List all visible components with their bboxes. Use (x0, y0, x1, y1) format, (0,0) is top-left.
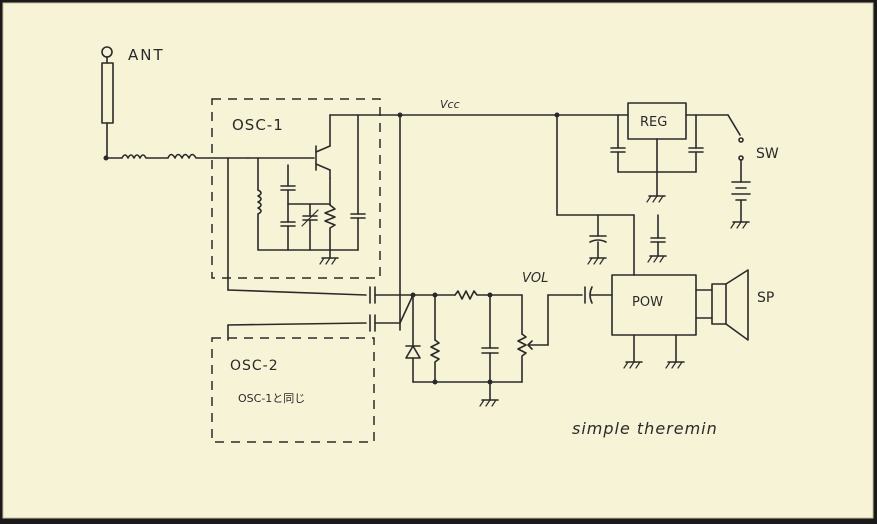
regulator-circuit (610, 114, 741, 203)
speaker-symbol (695, 269, 749, 341)
volume-label: VOL (522, 271, 548, 286)
decoupling-caps (587, 214, 667, 276)
speaker-label: SP (757, 290, 774, 306)
antenna-symbol (101, 46, 114, 161)
osc2-label: OSC-2 (230, 358, 279, 374)
osc1-box (211, 98, 381, 279)
antenna-label: ANT (128, 46, 165, 64)
regulator-label: REG (640, 115, 667, 130)
osc1-circuit (227, 114, 401, 291)
power-amp-label: POW (632, 295, 663, 310)
mixer-circuit (227, 286, 613, 407)
osc1-label: OSC-1 (232, 116, 284, 134)
switch-label: SW (756, 146, 779, 162)
vcc-bus (397, 112, 635, 331)
switch-battery (730, 137, 751, 229)
vcc-label: Vcc (440, 98, 460, 111)
power-amp-grounds (623, 334, 685, 369)
series-inductors (107, 153, 249, 159)
power-amp-block (611, 274, 697, 336)
diagram-title: simple theremin (572, 419, 718, 438)
osc2-note: OSC-1と同じ (238, 392, 305, 405)
